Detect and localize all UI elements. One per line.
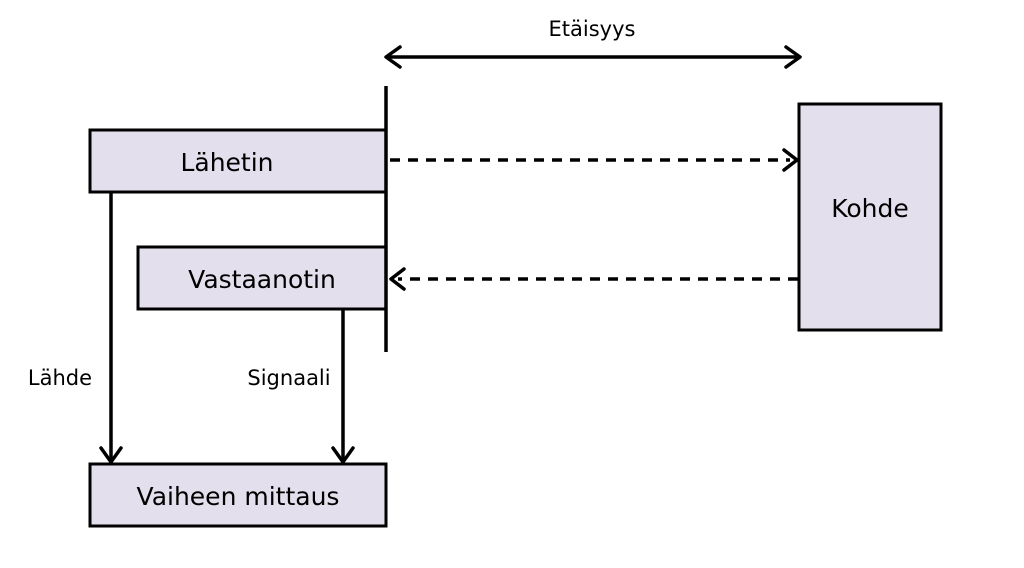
source-arrow — [99, 193, 123, 464]
signal-arrow — [331, 310, 355, 464]
target-label: Kohde — [831, 194, 909, 223]
transmitter-node: Lähetin — [88, 128, 388, 194]
receiver-node: Vastaanotin — [136, 245, 388, 311]
receiver-label: Vastaanotin — [188, 265, 336, 294]
return-signal-arrow — [389, 267, 798, 291]
target-node: Kohde — [797, 102, 943, 332]
source-label: Lähde — [28, 366, 92, 390]
distance-label: Etäisyys — [549, 17, 636, 41]
transmitter-label: Lähetin — [180, 148, 273, 177]
phase-measurement-label: Vaiheen mittaus — [137, 482, 340, 511]
distance-arrow — [384, 45, 802, 69]
signal-label: Signaali — [247, 366, 330, 390]
phase-measurement-node: Vaiheen mittaus — [88, 462, 388, 528]
outgoing-signal-arrow — [390, 148, 799, 172]
